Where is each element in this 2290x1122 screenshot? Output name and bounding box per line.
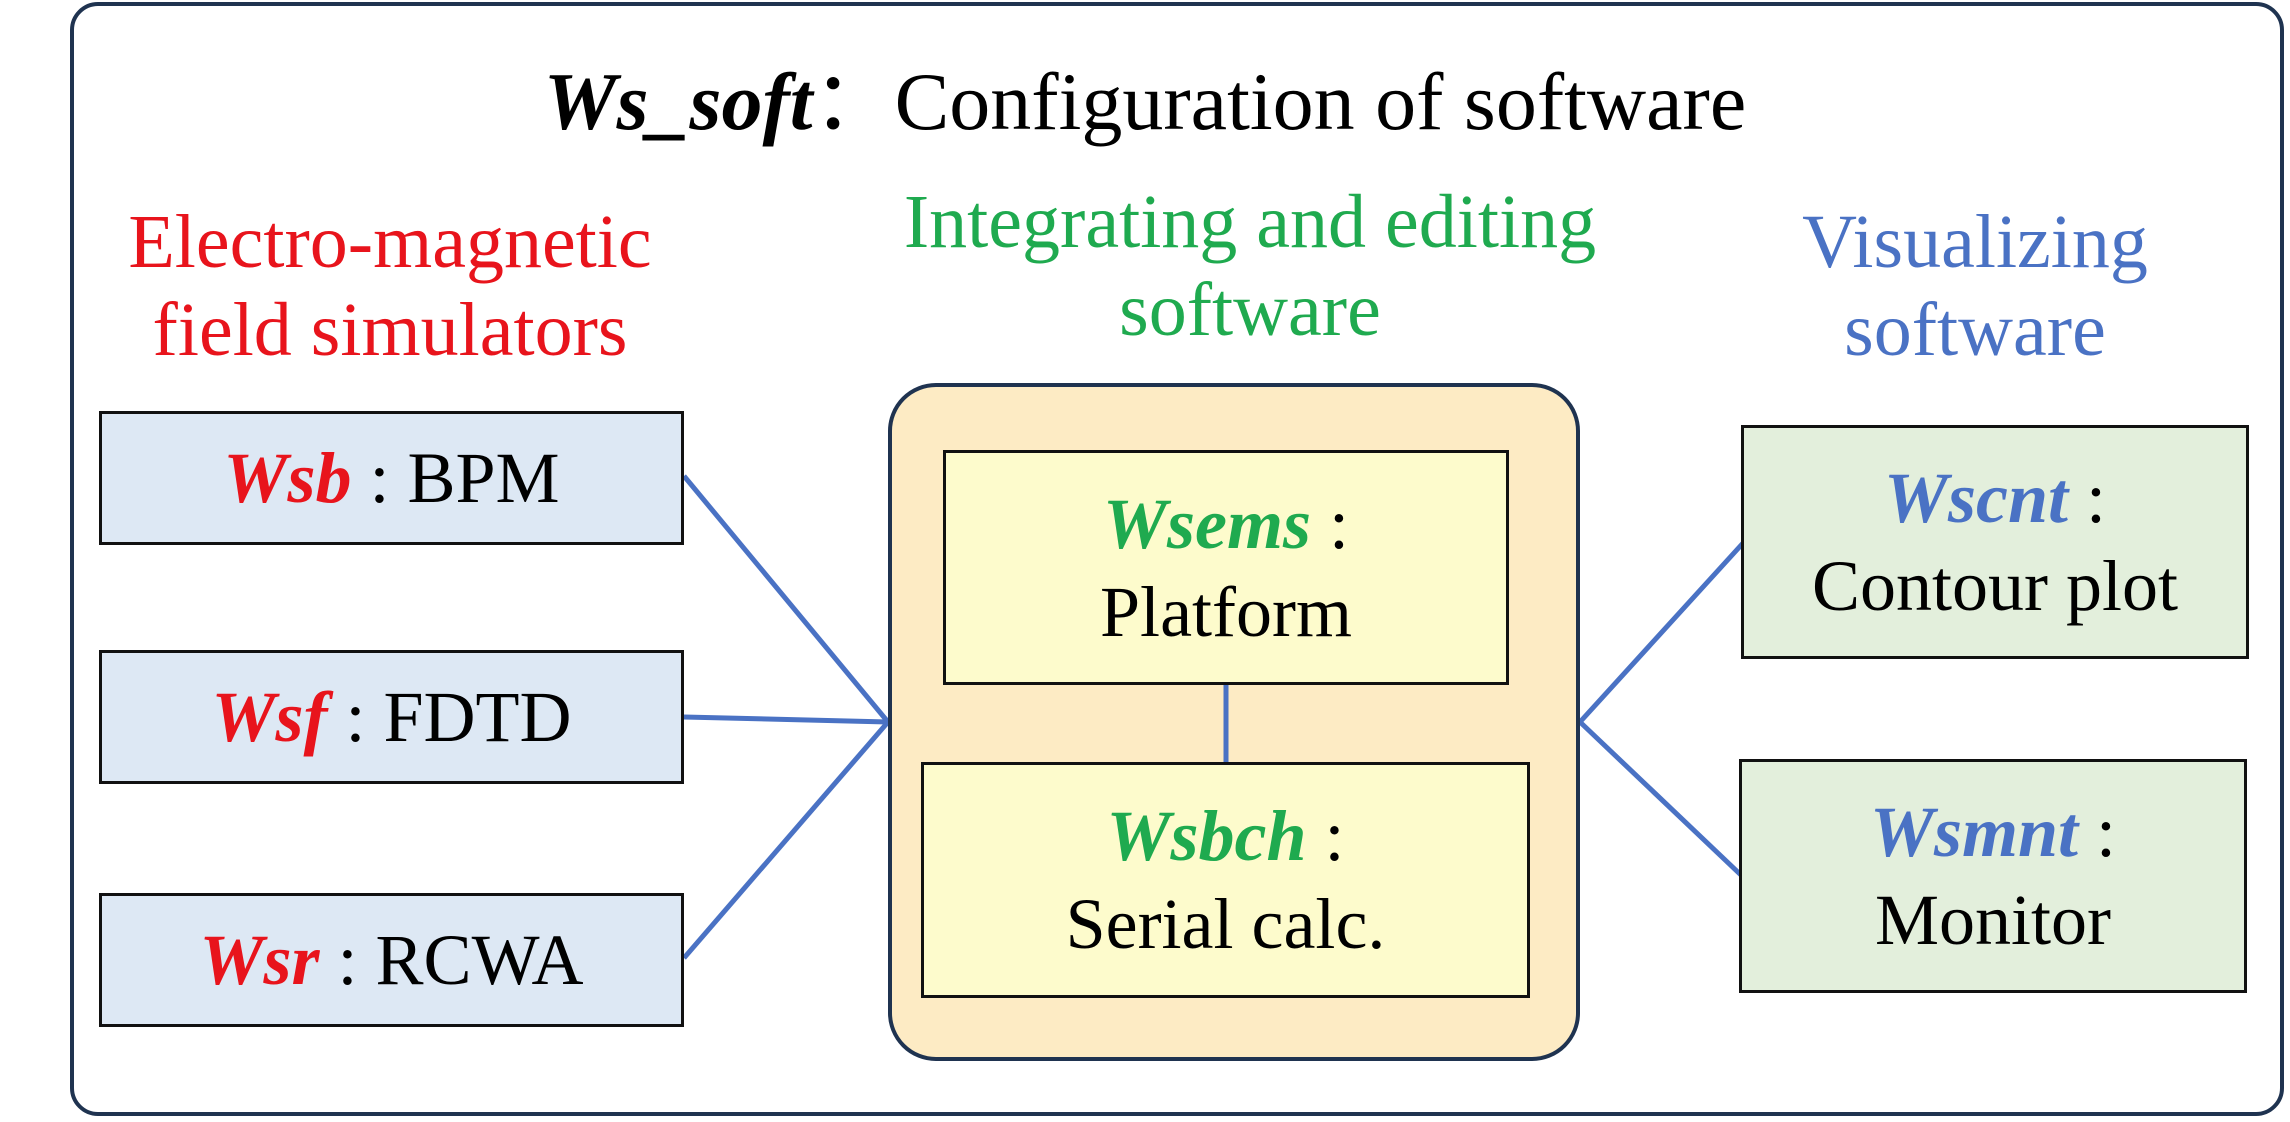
wsbch-desc: Serial calc. <box>1065 884 1386 964</box>
wsems-desc: Platform <box>1100 571 1352 652</box>
simulators-heading-line1: Electro-magnetic <box>128 200 652 284</box>
title-name: Ws_soft <box>543 56 813 147</box>
wscnt-desc: Contour plot <box>1811 546 2178 626</box>
wsmnt-desc: Monitor <box>1874 880 2111 960</box>
wsr-desc: : RCWA <box>337 920 584 1000</box>
title-separator: ： <box>812 56 895 147</box>
visualizer-box-wscnt: Wscnt : Contour plot <box>1741 425 2249 659</box>
visualizing-heading: Visualizing software <box>1700 198 2250 374</box>
wsb-desc: : BPM <box>369 438 560 518</box>
visualizing-heading-line2: software <box>1844 288 2106 372</box>
wsems-sep: : <box>1311 483 1350 564</box>
wsems-name: Wsems <box>1102 483 1311 564</box>
wsmnt-name: Wsmnt <box>1869 792 2079 872</box>
simulators-heading: Electro-magnetic field simulators <box>40 198 740 374</box>
wsbch-sep: : <box>1306 796 1345 876</box>
wsr-name: Wsr <box>199 920 320 1000</box>
diagram-title: Ws_soft：Configuration of software <box>0 52 2290 152</box>
center-box-wsems: Wsems : Platform <box>943 450 1509 685</box>
wscnt-name: Wscnt <box>1883 458 2069 538</box>
simulator-box-wsr: Wsr : RCWA <box>99 893 684 1027</box>
wsmnt-sep: : <box>2078 792 2117 872</box>
connector-wsr <box>682 720 890 960</box>
connector-wscnt <box>1578 540 1746 724</box>
simulator-box-wsb: Wsb : BPM <box>99 411 684 545</box>
wsb-name: Wsb <box>223 438 352 518</box>
title-text: Configuration of software <box>894 56 1747 147</box>
wsbch-name: Wsbch <box>1106 796 1307 876</box>
wscnt-sep: : <box>2068 458 2107 538</box>
integrating-heading-line2: software <box>1119 268 1381 352</box>
visualizing-heading-line1: Visualizing <box>1802 200 2148 284</box>
simulators-heading-line2: field simulators <box>152 288 628 372</box>
wsf-desc: : FDTD <box>345 677 572 757</box>
wsf-name: Wsf <box>211 677 328 757</box>
integrating-heading: Integrating and editing software <box>850 178 1650 354</box>
connector-wsmnt <box>1578 720 1744 878</box>
center-box-wsbch: Wsbch : Serial calc. <box>921 762 1530 998</box>
diagram-frame <box>70 2 2284 1116</box>
integrating-heading-line1: Integrating and editing <box>903 180 1597 264</box>
simulator-box-wsf: Wsf : FDTD <box>99 650 684 784</box>
visualizer-box-wsmnt: Wsmnt : Monitor <box>1739 759 2247 993</box>
connector-wsb <box>682 474 890 724</box>
connector-wsf <box>683 714 889 725</box>
